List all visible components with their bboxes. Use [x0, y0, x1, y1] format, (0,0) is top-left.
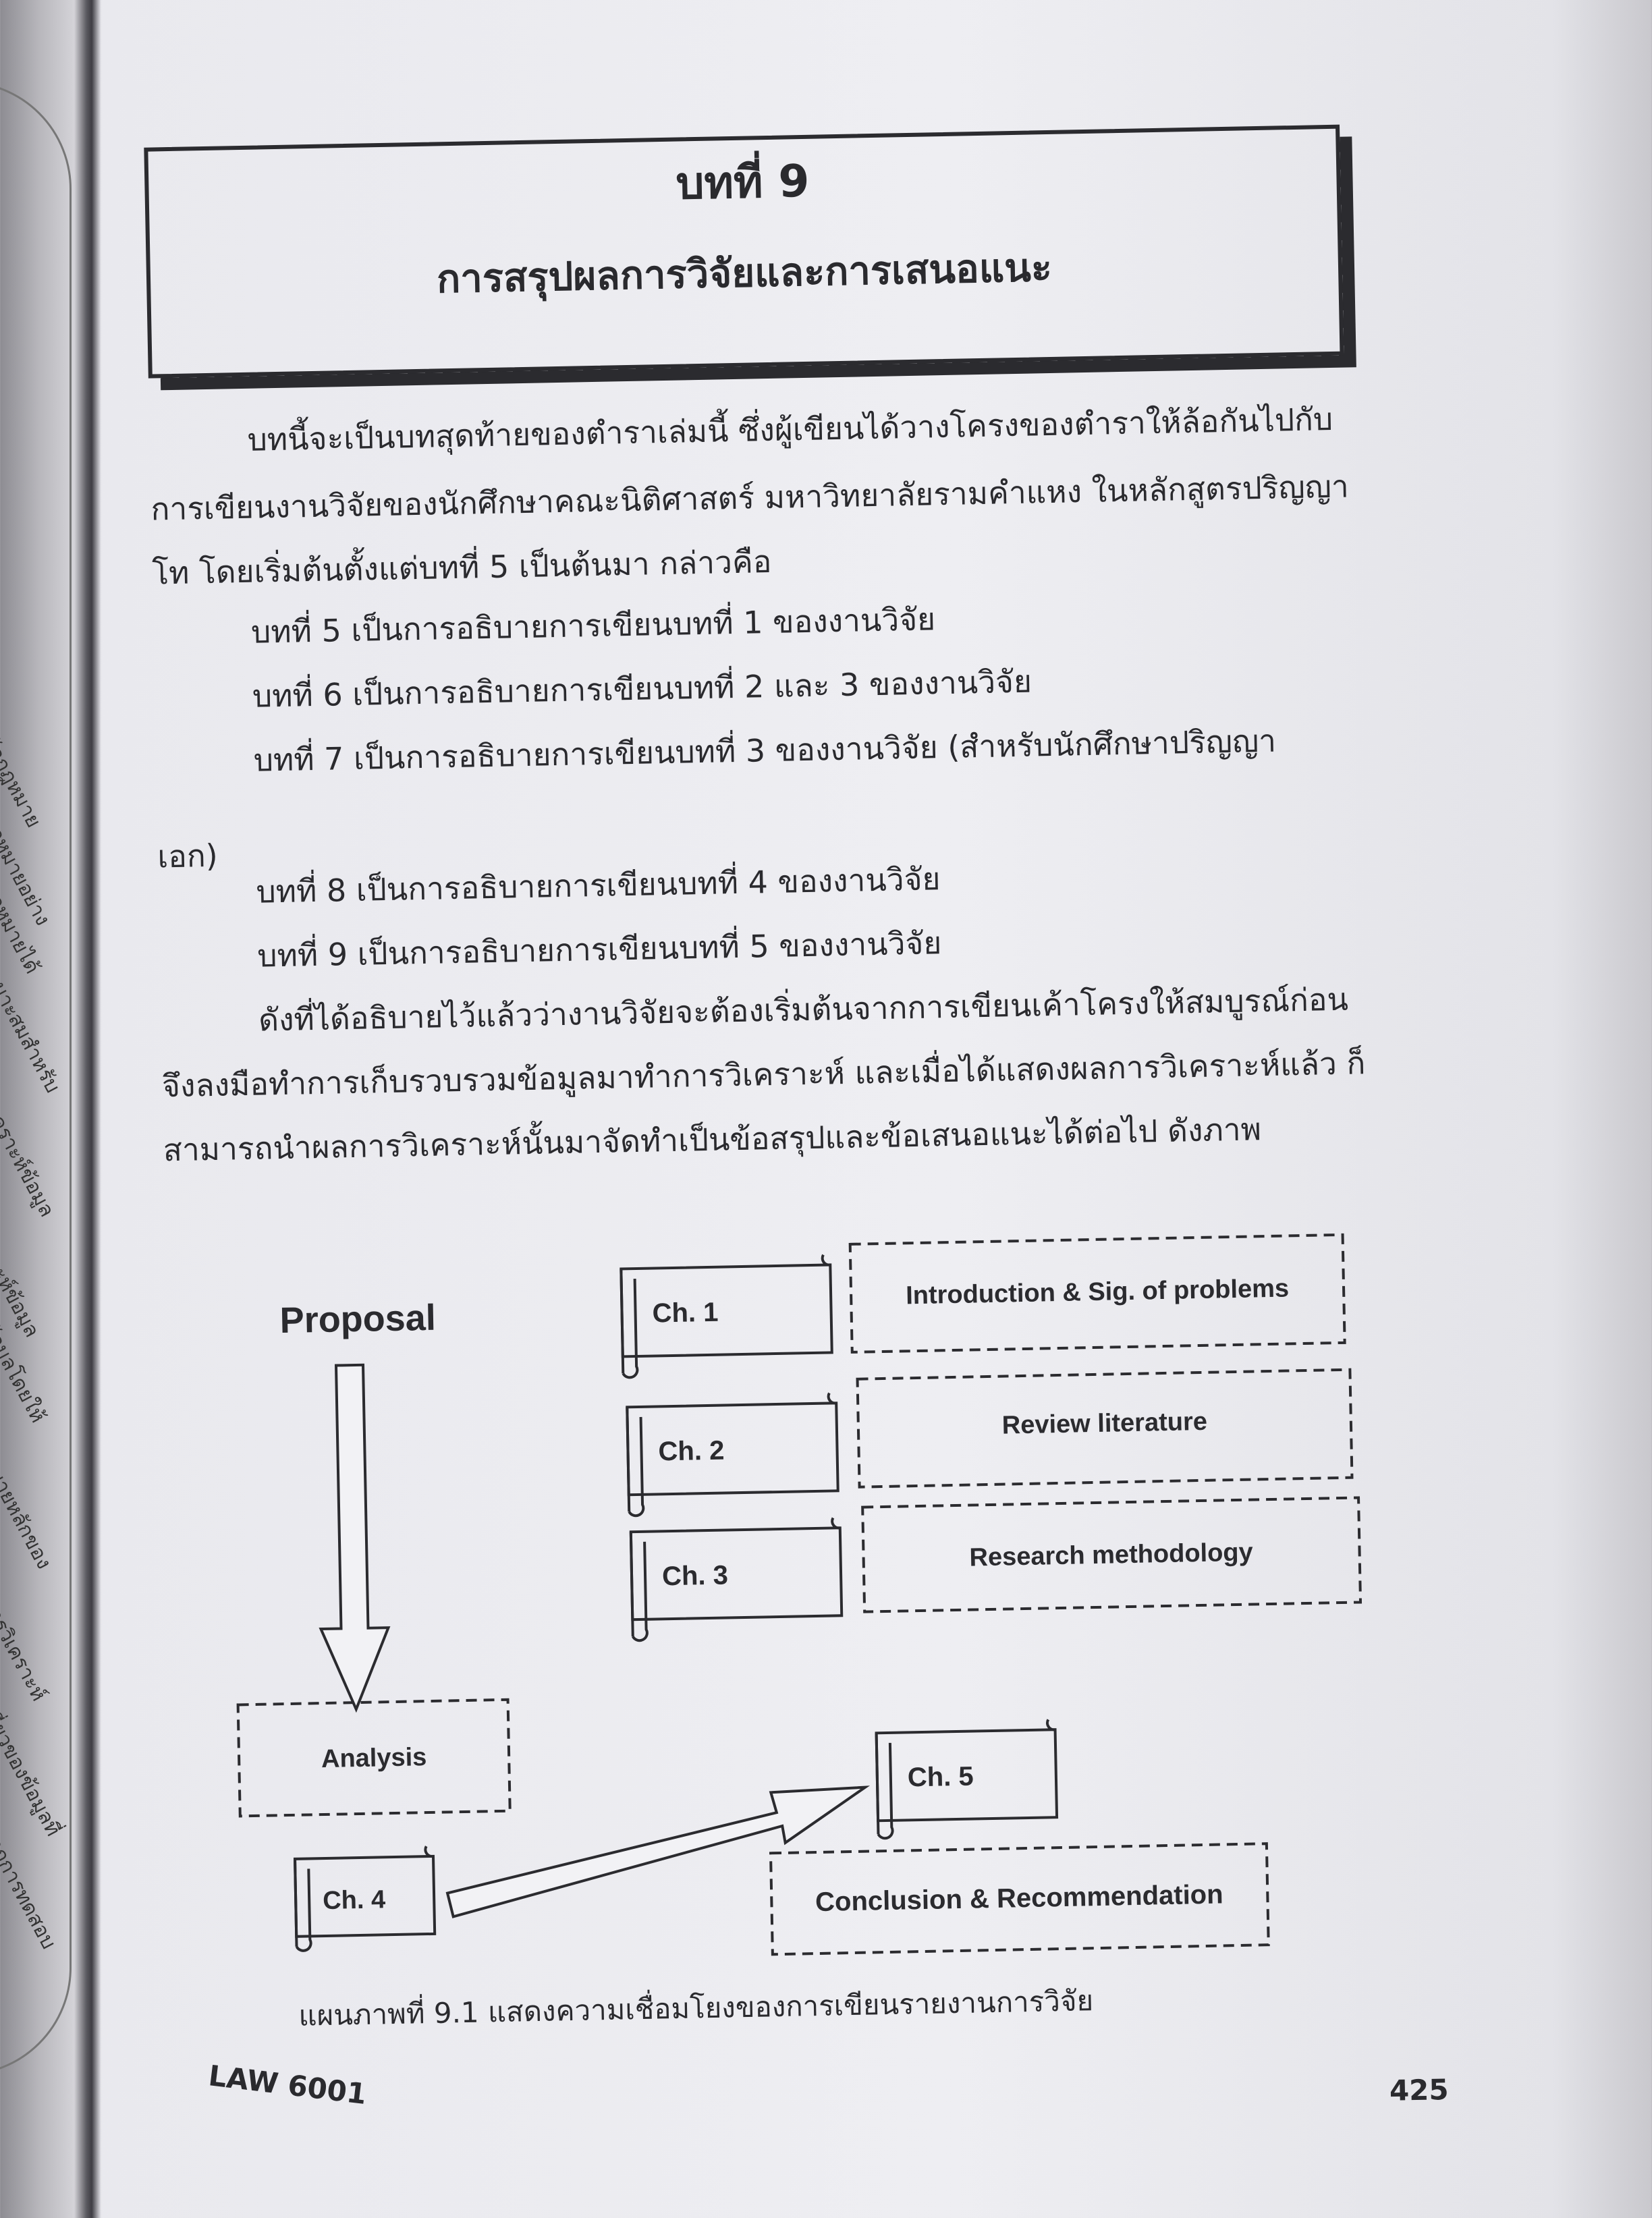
- ch5-label: Ch. 5: [907, 1762, 974, 1793]
- down-arrow: [319, 1363, 391, 1713]
- ch3-label: Ch. 3: [662, 1560, 729, 1591]
- ch3-scroll: Ch. 3: [629, 1517, 844, 1642]
- ch1-label: Ch. 1: [652, 1298, 719, 1329]
- conclusion-box: Conclusion & Recommendation: [769, 1842, 1270, 1956]
- review-box: Review literature: [856, 1368, 1354, 1489]
- conclusion-label: Conclusion & Recommendation: [815, 1879, 1223, 1917]
- analysis-label: Analysis: [321, 1743, 427, 1773]
- method-label: Research methodology: [969, 1538, 1253, 1572]
- ch2-label: Ch. 2: [658, 1436, 725, 1467]
- ch4-label: Ch. 4: [323, 1885, 386, 1915]
- left-page-edge: ข้อกฎหมาย กฎหมายอย่าง กฎหมายได้ เหมาะสมส…: [0, 0, 88, 2202]
- diagonal-arrow: [445, 1785, 871, 1918]
- analysis-box: Analysis: [236, 1698, 512, 1818]
- proposal-label: Proposal: [279, 1298, 436, 1341]
- ch4-scroll: Ch. 4: [293, 1846, 437, 1952]
- method-box: Research methodology: [861, 1496, 1362, 1613]
- page-number: 425: [1389, 2073, 1450, 2107]
- ch2-scroll: Ch. 2: [626, 1392, 839, 1518]
- review-label: Review literature: [1001, 1408, 1207, 1440]
- intro-box: Introduction & Sig. of problems: [848, 1233, 1346, 1354]
- ch5-scroll: Ch. 5: [875, 1719, 1059, 1840]
- ch1-scroll: Ch. 1: [620, 1254, 833, 1379]
- intro-label: Introduction & Sig. of problems: [906, 1274, 1290, 1310]
